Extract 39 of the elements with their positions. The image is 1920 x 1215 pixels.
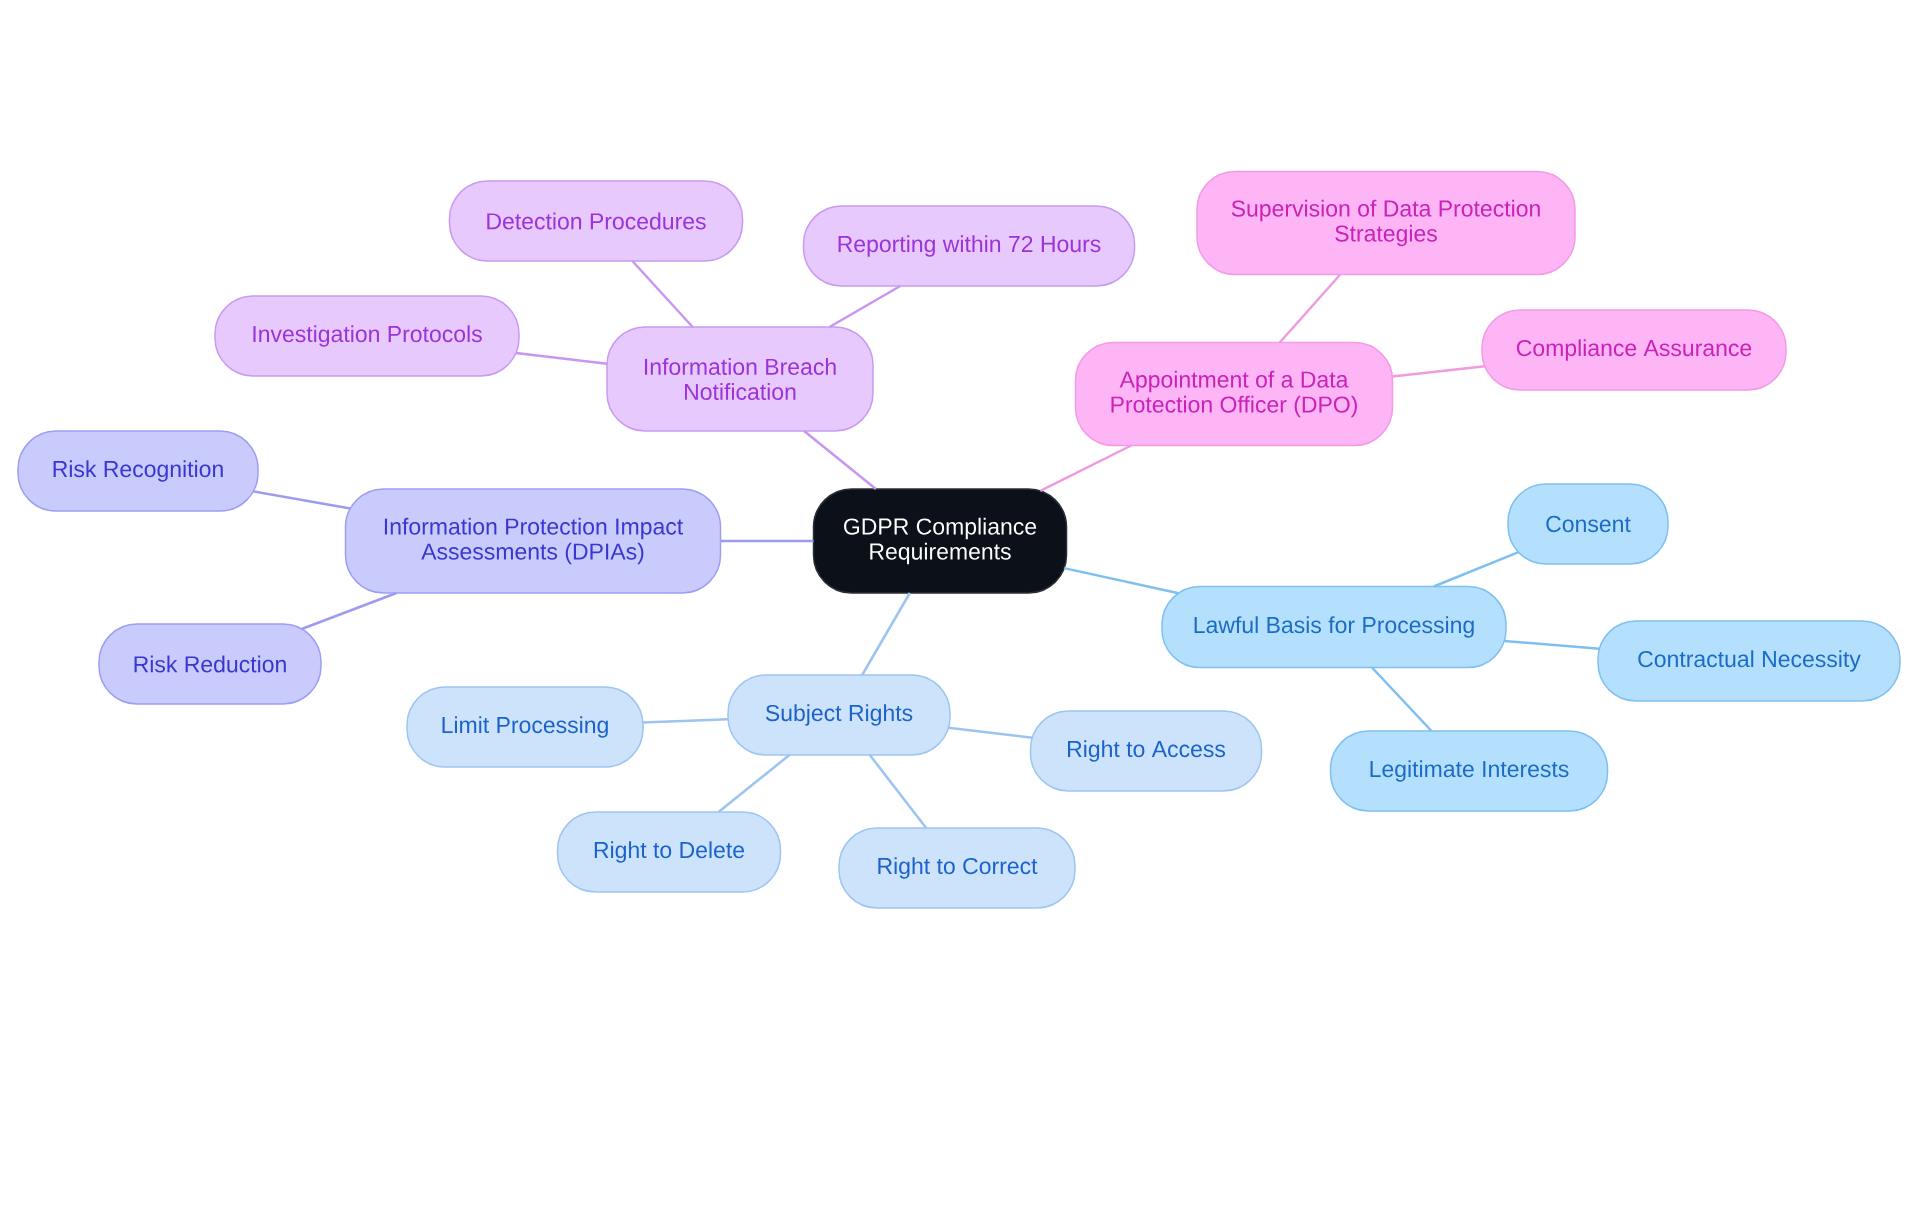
subtopic-box: Right to Correct [838,827,1076,909]
connector-line [1063,566,1179,595]
connector-line [1371,666,1433,732]
connector-line [1392,365,1485,378]
connector-line [1433,551,1519,588]
branch-topic-box: Appointment of a Data Protection Officer (DPO) [1074,341,1394,447]
subtopic-box: Consent [1507,483,1669,565]
connector-line [861,592,911,676]
connector-line [642,718,729,724]
connector-line [720,539,814,543]
connector-line [868,754,928,829]
subtopic-box: Compliance Assurance [1481,309,1787,391]
connector-line [631,260,694,328]
connector-line [948,726,1033,739]
connector-line [828,284,901,329]
branch-topic-box: Subject Rights [727,674,951,756]
connector-line [1039,444,1132,492]
branch-topic-box: Lawful Basis for Processing [1161,585,1507,669]
branch-topic-box: Information Protection Impact Assessments (DPIAs) [344,488,722,594]
central-topic-box: GDPR Compliance Requirements [812,488,1068,594]
connector-line [1278,273,1342,344]
connector-line [253,490,351,510]
subtopic-box: Detection Procedures [448,180,744,262]
connector-line [717,754,791,813]
subtopic-box: Risk Reduction [98,623,322,705]
subtopic-box: Right to Delete [556,811,782,893]
branch-topic-box: Information Breach Notification [606,326,874,432]
connector-line [301,591,397,631]
subtopic-box: Reporting within 72 Hours [802,205,1136,287]
subtopic-box: Investigation Protocols [214,295,520,377]
connector-line [803,430,877,490]
subtopic-box: Supervision of Data Protection Strategies [1196,170,1576,276]
subtopic-box: Legitimate Interests [1329,730,1609,812]
subtopic-box: Limit Processing [406,686,644,768]
connector-line [1504,639,1600,651]
subtopic-box: Risk Recognition [17,430,259,512]
subtopic-box: Right to Access [1029,710,1263,792]
subtopic-box: Contractual Necessity [1597,620,1901,702]
connector-line [515,351,608,365]
